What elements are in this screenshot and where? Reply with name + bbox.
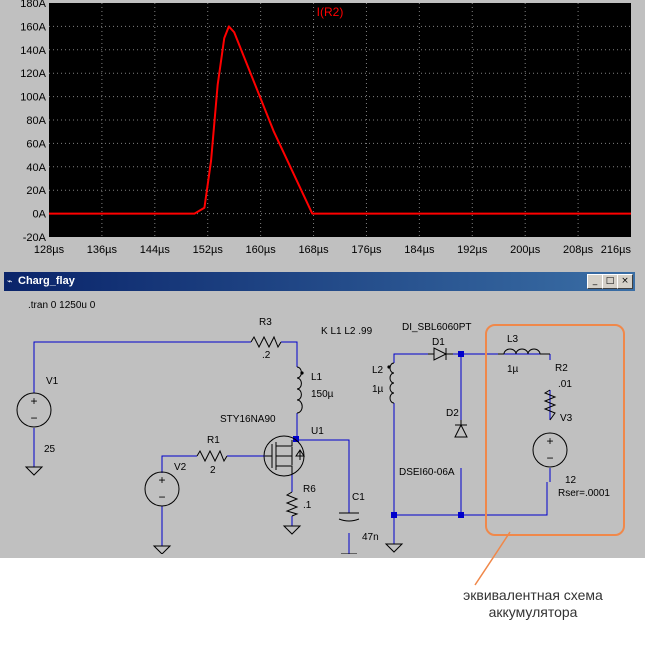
v3-rser[interactable]: Rser=.0001: [558, 488, 610, 499]
v3-name[interactable]: V3: [560, 413, 573, 424]
battery-equivalent-highlight: [485, 324, 625, 536]
svg-text:−: −: [158, 490, 165, 504]
y-tick-label: 40A: [26, 162, 46, 174]
c1-name[interactable]: C1: [352, 492, 365, 503]
l2-value[interactable]: 1µ: [372, 384, 384, 395]
svg-text:+: +: [546, 434, 553, 448]
x-tick-label: 184µs: [404, 244, 435, 256]
x-tick-label: 144µs: [140, 244, 171, 256]
x-tick-label: 152µs: [193, 244, 224, 256]
annotation-text: эквивалентная схема аккумулятора: [448, 587, 618, 621]
schematic-window: ⌁ Charg_flay _ □ ×: [0, 268, 645, 558]
x-tick-label: 136µs: [87, 244, 118, 256]
u1-name[interactable]: U1: [311, 426, 324, 437]
y-tick-label: 60A: [26, 138, 46, 150]
svg-text:+: +: [158, 473, 165, 487]
schematic-icon: ⌁: [7, 276, 13, 286]
minimize-button[interactable]: _: [587, 274, 603, 289]
v1-value[interactable]: 25: [44, 444, 56, 455]
maximize-button[interactable]: □: [602, 274, 618, 289]
plot-area[interactable]: [49, 3, 631, 237]
window-title: Charg_flay: [18, 275, 75, 287]
annotation-line-1: эквивалентная схема: [463, 587, 603, 603]
annotation-line-2: аккумулятора: [488, 604, 578, 620]
coupling-directive[interactable]: K L1 L2 .99: [321, 326, 373, 337]
v1-name[interactable]: V1: [46, 376, 59, 387]
l3-value[interactable]: 1µ: [507, 364, 519, 375]
d2-model[interactable]: DSEI60-06A: [399, 467, 455, 478]
x-tick-label: 168µs: [298, 244, 329, 256]
spice-directive[interactable]: .tran 0 1250u 0: [28, 300, 96, 311]
x-tick-label: 128µs: [34, 244, 65, 256]
d2-name[interactable]: D2: [446, 408, 459, 419]
x-tick-label: 192µs: [457, 244, 488, 256]
window-titlebar[interactable]: ⌁ Charg_flay _ □ ×: [4, 272, 635, 291]
waveform-plot[interactable]: 180A 160A 140A 120A 100A 80A 60A 40A 20A 0A -20A 1…: [0, 0, 645, 268]
schematic-canvas[interactable]: +− +− +− .tran 0 1250u 0 K L1 L2 .99 V1 …: [6, 292, 637, 554]
r6-name[interactable]: R6: [303, 484, 316, 495]
x-tick-label: 160µs: [246, 244, 277, 256]
y-tick-label: 100A: [20, 92, 46, 104]
y-tick-label: -20A: [23, 232, 47, 244]
l1-name[interactable]: L1: [311, 372, 323, 383]
y-tick-label: 80A: [26, 115, 46, 127]
series-line-ir2[interactable]: [49, 25, 631, 215]
r3-value[interactable]: .2: [262, 350, 271, 361]
r3-name[interactable]: R3: [259, 317, 272, 328]
x-tick-label: 200µs: [510, 244, 541, 256]
r6-value[interactable]: .1: [303, 500, 312, 511]
trace-name[interactable]: I(R2): [317, 5, 344, 19]
l2-name[interactable]: L2: [372, 365, 384, 376]
c1-value[interactable]: 47n: [362, 532, 379, 543]
u1-model[interactable]: STY16NA90: [220, 414, 276, 425]
r1-name[interactable]: R1: [207, 435, 220, 446]
v3-value[interactable]: 12: [565, 475, 577, 486]
y-tick-label: 180A: [20, 0, 46, 10]
svg-text:−: −: [546, 451, 553, 465]
y-tick-label: 0A: [33, 209, 47, 221]
v2-name[interactable]: V2: [174, 462, 187, 473]
waveform-plot-window: 180A 160A 140A 120A 100A 80A 60A 40A 20A 0A -20A 1…: [0, 0, 645, 268]
y-tick-label: 140A: [20, 45, 46, 57]
l1-value[interactable]: 150µ: [311, 389, 334, 400]
x-tick-label: 216µs: [601, 244, 632, 256]
y-tick-label: 160A: [20, 21, 46, 33]
svg-text:+: +: [30, 394, 37, 408]
y-tick-label: 20A: [26, 185, 46, 197]
y-tick-label: 120A: [20, 68, 46, 80]
d1-name[interactable]: D1: [432, 337, 445, 348]
l3-name[interactable]: L3: [507, 334, 519, 345]
x-tick-label: 208µs: [563, 244, 594, 256]
r1-value[interactable]: 2: [210, 465, 216, 476]
r2-value[interactable]: .01: [558, 379, 572, 390]
d1-model[interactable]: DI_SBL6060PT: [402, 322, 472, 333]
r2-name[interactable]: R2: [555, 363, 568, 374]
svg-text:−: −: [30, 411, 37, 425]
x-tick-label: 176µs: [351, 244, 382, 256]
close-button[interactable]: ×: [617, 274, 633, 289]
